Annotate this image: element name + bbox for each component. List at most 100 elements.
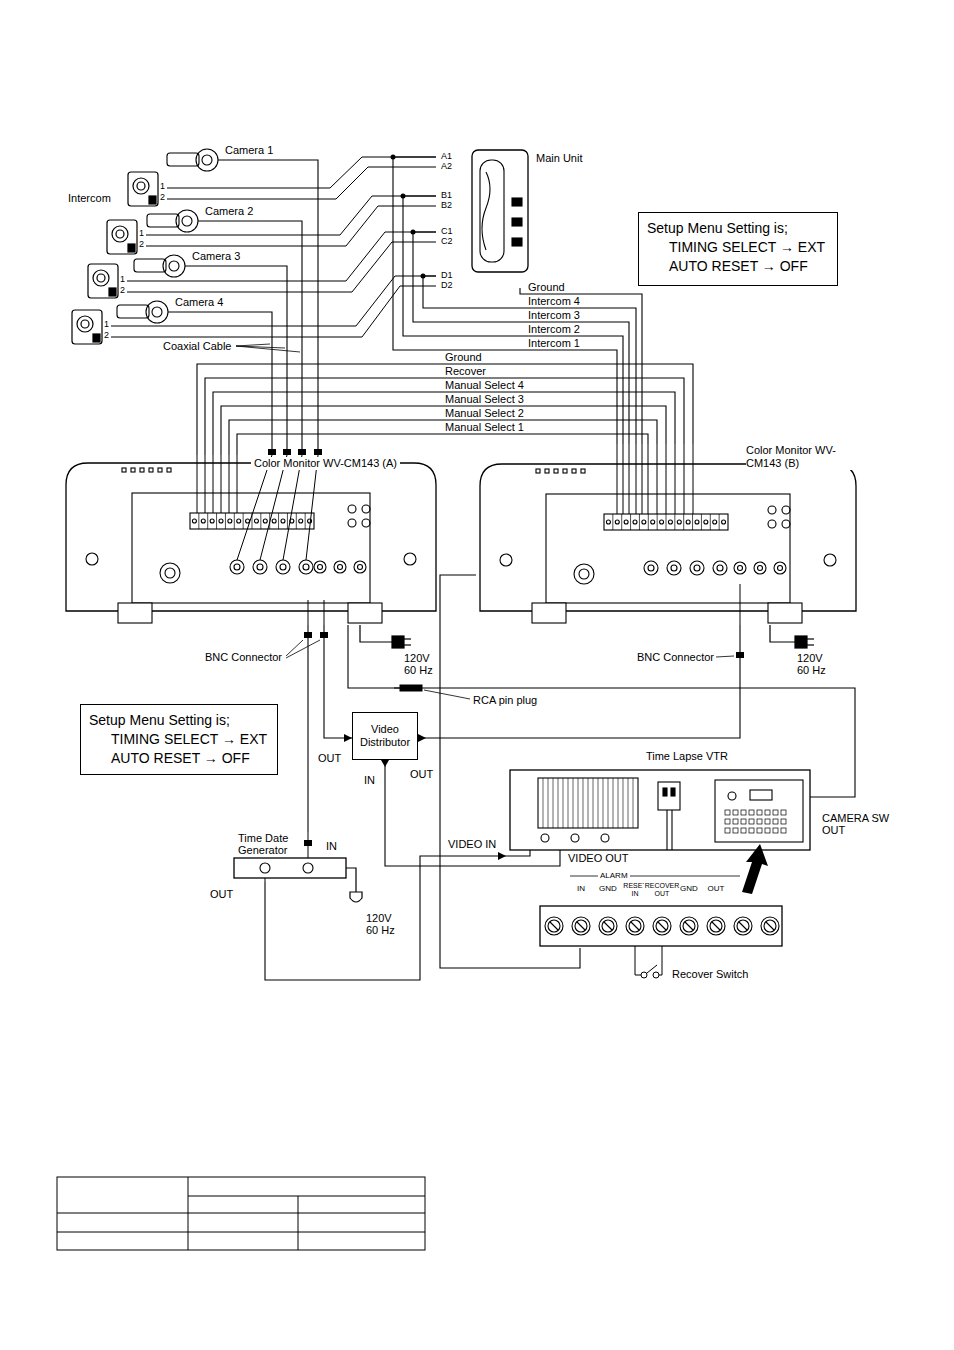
rear-panel bbox=[546, 494, 790, 603]
terminal-divider bbox=[639, 514, 640, 530]
terminal-divider bbox=[287, 513, 288, 529]
terminal-divider bbox=[305, 513, 306, 529]
screw bbox=[602, 920, 614, 932]
terminal-screw bbox=[219, 519, 223, 523]
connector-wire bbox=[221, 406, 666, 455]
intercom-station bbox=[112, 226, 128, 242]
monitor-foot bbox=[118, 603, 152, 623]
control-wire bbox=[666, 444, 667, 514]
connector-wire bbox=[252, 266, 287, 455]
terminal-divider bbox=[648, 514, 649, 530]
terminal-name: B1 bbox=[441, 191, 452, 201]
note-heading: Setup Menu Setting is; bbox=[647, 219, 827, 238]
screw bbox=[572, 917, 590, 935]
video-distributor-box: Video Distributor bbox=[352, 712, 418, 760]
terminal-pin bbox=[725, 828, 730, 833]
screw bbox=[680, 917, 698, 935]
wire-label: Manual Select 2 bbox=[445, 407, 524, 419]
generator-body bbox=[234, 858, 346, 878]
terminal-screw bbox=[668, 520, 672, 524]
screw bbox=[626, 917, 644, 935]
power-label: 120V 60 Hz bbox=[404, 652, 438, 676]
part-label: RCA pin plug bbox=[473, 694, 537, 706]
camera-lens bbox=[176, 210, 198, 232]
main-unit-icon bbox=[436, 148, 596, 288]
camera: Camera 1 bbox=[165, 144, 285, 172]
camera-lens bbox=[169, 261, 179, 271]
terminal-divider bbox=[630, 514, 631, 530]
terminal-name: A2 bbox=[441, 162, 452, 172]
extension-jack bbox=[160, 563, 180, 583]
terminal-divider bbox=[612, 514, 613, 530]
port-label: CAMERA SW OUT bbox=[822, 812, 898, 836]
connector-wire bbox=[265, 850, 530, 980]
note-heading: Setup Menu Setting is; bbox=[89, 711, 267, 730]
leader-line bbox=[716, 656, 734, 657]
power-socket bbox=[658, 782, 680, 810]
connector-panel bbox=[715, 780, 803, 842]
screw bbox=[739, 922, 747, 930]
empty-table bbox=[57, 1177, 425, 1250]
camera-cable bbox=[306, 455, 318, 560]
vent-slot bbox=[628, 778, 629, 828]
camera-cable bbox=[168, 160, 318, 560]
terminal-screw bbox=[695, 520, 699, 524]
terminal-divider bbox=[269, 513, 270, 529]
intercom-wire bbox=[127, 242, 436, 292]
terminal-screw bbox=[299, 519, 303, 523]
part-label: BNC Connector bbox=[637, 651, 714, 663]
terminal-screw bbox=[228, 519, 232, 523]
terminal-pin bbox=[757, 810, 762, 815]
vent-slot bbox=[545, 469, 549, 473]
terminal-screw bbox=[677, 520, 681, 524]
video-jack bbox=[601, 834, 609, 842]
screw bbox=[737, 920, 749, 932]
screw bbox=[683, 920, 695, 932]
port-label: IN bbox=[364, 774, 375, 786]
connector-wire bbox=[418, 625, 740, 738]
bnc-jack bbox=[774, 562, 786, 574]
pin-number: 1 bbox=[120, 275, 125, 285]
control-wire bbox=[648, 444, 649, 514]
vent-slot bbox=[563, 778, 564, 828]
vent-slot bbox=[618, 778, 619, 828]
screw bbox=[766, 922, 774, 930]
screw bbox=[545, 917, 563, 935]
bnc-jack bbox=[758, 566, 763, 571]
extension-jack bbox=[579, 569, 589, 579]
screw bbox=[599, 917, 617, 935]
casing-knob bbox=[86, 553, 98, 565]
control-wire bbox=[237, 455, 238, 513]
vent-slot bbox=[593, 778, 594, 828]
screw bbox=[707, 917, 725, 935]
monitor-label: Color Monitor WV-CM143 (A) bbox=[251, 457, 400, 470]
bnc-jack bbox=[334, 561, 346, 573]
bnc-jack bbox=[778, 566, 783, 571]
terminal-pin bbox=[765, 828, 770, 833]
box-label: Video Distributor bbox=[357, 723, 413, 749]
connector-wire bbox=[213, 392, 675, 455]
bnc-jack bbox=[314, 561, 326, 573]
port-label: OUT bbox=[410, 768, 433, 780]
leader-line bbox=[236, 346, 300, 352]
screw bbox=[712, 922, 720, 930]
vent-slot bbox=[558, 778, 559, 828]
control-wire bbox=[740, 584, 741, 625]
empty-table bbox=[57, 1213, 425, 1214]
color-monitor: Color Monitor WV-CM143 (B) bbox=[476, 444, 860, 625]
terminal-screw bbox=[633, 520, 637, 524]
camera-label: Camera 4 bbox=[175, 296, 223, 309]
vent-slot bbox=[633, 778, 634, 828]
camera-icon bbox=[115, 296, 171, 324]
camera-label: Camera 2 bbox=[205, 205, 253, 218]
control-wire bbox=[213, 455, 214, 513]
bnc-jack bbox=[694, 565, 700, 571]
control-wire bbox=[642, 444, 643, 514]
video-jack bbox=[541, 834, 549, 842]
intercom-station bbox=[116, 230, 124, 238]
terminal-screw bbox=[237, 519, 241, 523]
terminal-divider bbox=[692, 514, 693, 530]
video-jack bbox=[303, 863, 313, 873]
screw bbox=[548, 920, 560, 932]
intercom-station bbox=[128, 172, 158, 206]
